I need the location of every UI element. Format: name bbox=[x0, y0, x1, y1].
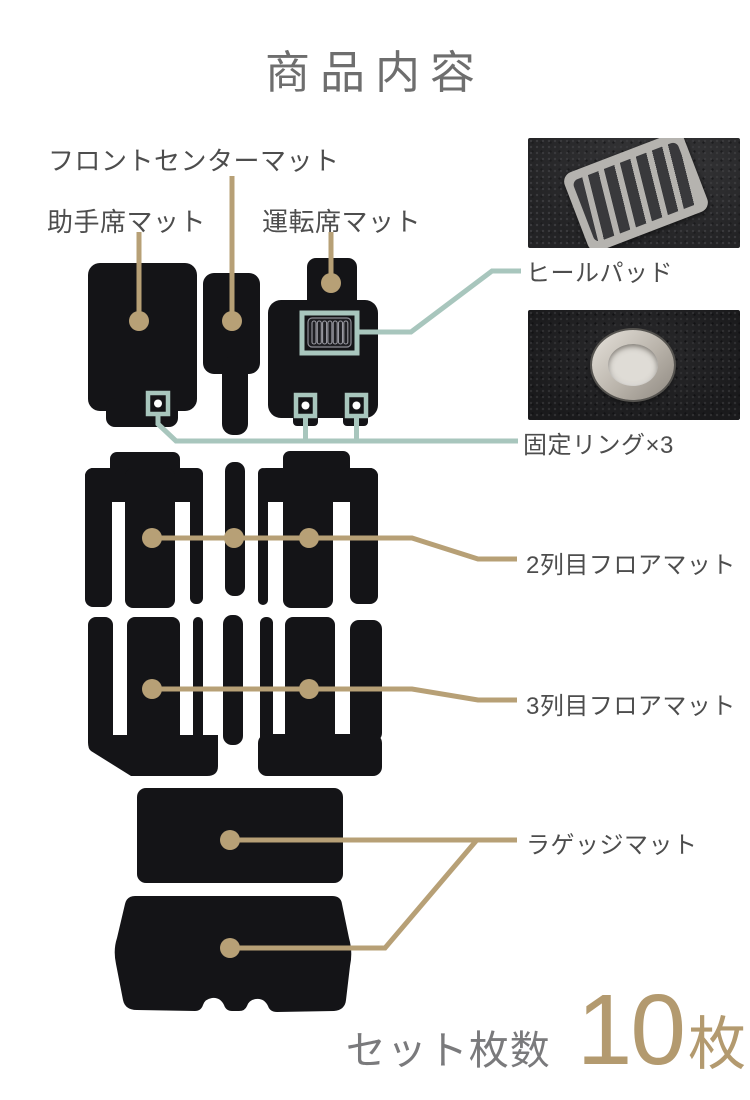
front-center-mat-label: フロントセンターマット bbox=[48, 146, 340, 176]
mat-shapes bbox=[85, 258, 382, 1012]
driver-mat-label: 運転席マット bbox=[262, 207, 422, 237]
row2-right-mat-shape bbox=[258, 451, 378, 608]
row2-callout-line bbox=[152, 535, 517, 562]
luggage-mat-label: ラゲッジマット bbox=[526, 832, 698, 859]
fixing-ring-photo bbox=[528, 310, 740, 420]
set-count-unit: 枚 bbox=[687, 1012, 746, 1077]
luggage-lower-callout-line bbox=[230, 839, 478, 951]
row3-callout-line bbox=[152, 686, 517, 703]
fixing-ring-callout-line bbox=[155, 414, 518, 444]
tan-callout-dots bbox=[129, 273, 341, 958]
tan-callout-lines bbox=[136, 176, 517, 951]
teal-callouts bbox=[145, 268, 521, 444]
row3-center-strip-shape bbox=[223, 615, 243, 745]
fixing-ring-hole bbox=[608, 344, 658, 386]
fixing-ring-dots bbox=[154, 399, 361, 410]
fixing-ring-metal bbox=[592, 330, 674, 400]
luggage-upper-mat-shape bbox=[137, 788, 343, 883]
set-count-footer: セット枚数 10 枚 bbox=[346, 973, 746, 1088]
page-title: 商品内容 bbox=[264, 47, 485, 98]
row3-right-mat-shape bbox=[258, 617, 382, 776]
heel-pad-callout-line bbox=[357, 268, 521, 335]
row3-mat-label: 3列目フロアマット bbox=[526, 693, 736, 720]
passenger-mat-label: 助手席マット bbox=[47, 207, 207, 237]
heel-pad-label: ヒールパッド bbox=[526, 260, 673, 287]
fixing-ring-label: 固定リング×3 bbox=[523, 432, 674, 459]
passenger-mat-shape bbox=[88, 263, 197, 427]
set-count-label: セット枚数 bbox=[345, 1029, 551, 1073]
set-count-value: 10 bbox=[576, 974, 686, 1086]
driver-heel-pad-graphic bbox=[307, 317, 352, 348]
row2-mat-label: 2列目フロアマット bbox=[526, 552, 736, 579]
row2-left-mat-shape bbox=[85, 452, 203, 608]
heel-pad-photo bbox=[528, 138, 740, 248]
